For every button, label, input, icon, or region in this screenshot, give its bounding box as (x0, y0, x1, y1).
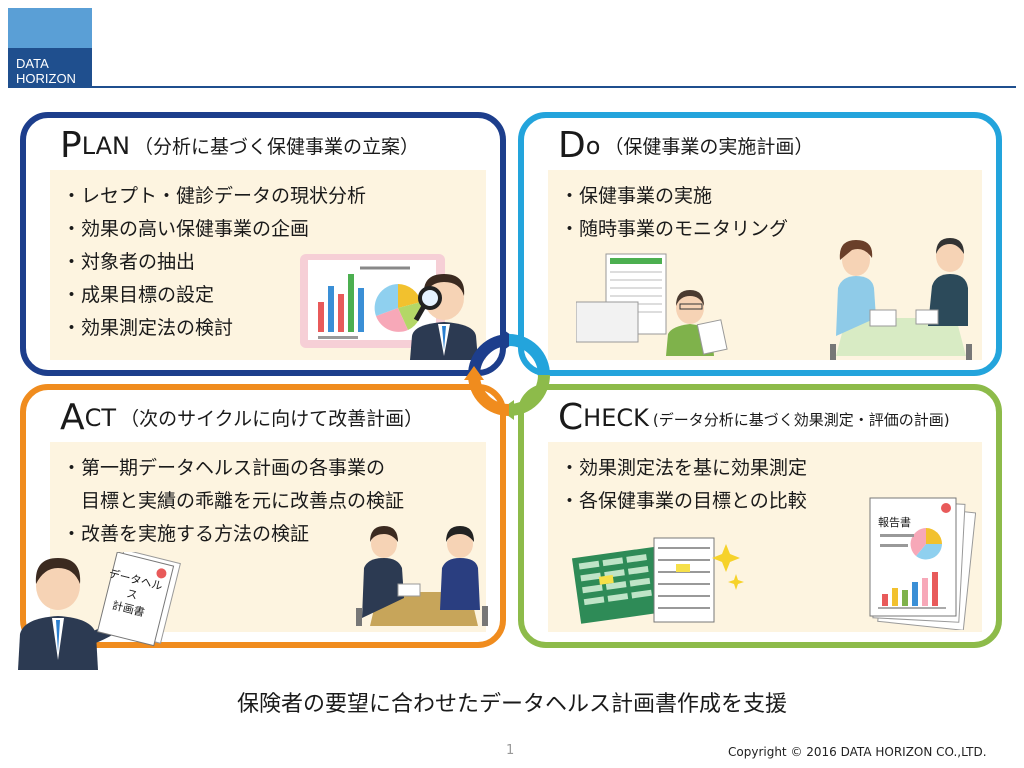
act-title: ACT（次のサイクルに向けて改善計画） (60, 397, 424, 438)
consultation-illustration (830, 238, 972, 360)
check-item: ・各保健事業の目標との比較 (560, 490, 807, 512)
check-title: CHECK(データ分析に基づく効果測定・評価の計画) (558, 397, 950, 438)
plan-content-box: ・レセプト・健診データの現状分析 ・効果の高い保健事業の企画 ・対象者の抽出 ・… (50, 170, 486, 360)
do-panel: Do（保健事業の実施計画） ・保健事業の実施 ・随時事業のモニタリング (518, 112, 1002, 376)
check-item: ・効果測定法を基に効果測定 (560, 457, 808, 479)
page-number: 1 (506, 743, 515, 758)
plan-title: PLAN（分析に基づく保健事業の立案） (60, 125, 420, 166)
logo-line-2: HORIZON (16, 71, 76, 86)
act-panel: ACT（次のサイクルに向けて改善計画） ・第一期データヘルス計画の各事業の 目標… (20, 384, 506, 648)
report-document-illustration (869, 497, 976, 630)
copyright-notice: Copyright © 2016 DATA HORIZON CO.,LTD. (728, 745, 987, 759)
check-content-box: ・効果測定法を基に効果測定 ・各保健事業の目標との比較 (548, 442, 982, 632)
plan-item: ・効果の高い保健事業の企画 (62, 218, 310, 240)
plan-panel: PLAN（分析に基づく保健事業の立案） ・レセプト・健診データの現状分析 ・効果… (20, 112, 506, 376)
analysis-chart-illustration (300, 254, 445, 348)
report-label: 報告書 (878, 516, 911, 529)
magnifier-icon (413, 286, 442, 322)
check-panel: CHECK(データ分析に基づく効果測定・評価の計画) ・効果測定法を基に効果測定… (518, 384, 1002, 648)
act-item: ・改善を実施する方法の検証 (62, 523, 310, 545)
data-sheets-illustration (571, 537, 744, 624)
documents-and-worker-illustration (576, 253, 728, 356)
do-item: ・保健事業の実施 (560, 185, 713, 207)
presenter-with-plan-document-illustration (18, 552, 181, 670)
logo-line-1: DATA (16, 56, 49, 71)
act-item: ・第一期データヘルス計画の各事業の (62, 457, 386, 479)
header-divider (8, 86, 1016, 88)
do-item: ・随時事業のモニタリング (560, 218, 789, 240)
plan-item: ・対象者の抽出 (62, 251, 196, 273)
cycle-arrows-icon (464, 330, 554, 420)
plan-item: ・レセプト・健診データの現状分析 (62, 185, 367, 207)
meeting-illustration (356, 526, 488, 626)
company-logo: DATA HORIZON (8, 8, 92, 88)
analyst-with-magnifier-illustration (410, 274, 478, 360)
act-item: 目標と実績の乖離を元に改善点の検証 (62, 490, 405, 512)
plan-item: ・成果目標の設定 (62, 284, 215, 306)
summary-statement: 保険者の要望に合わせたデータヘルス計画書作成を支援 (236, 692, 787, 717)
do-title: Do（保健事業の実施計画） (558, 125, 814, 166)
do-content-box: ・保健事業の実施 ・随時事業のモニタリング (548, 170, 982, 360)
plan-item: ・効果測定法の検討 (62, 317, 234, 339)
